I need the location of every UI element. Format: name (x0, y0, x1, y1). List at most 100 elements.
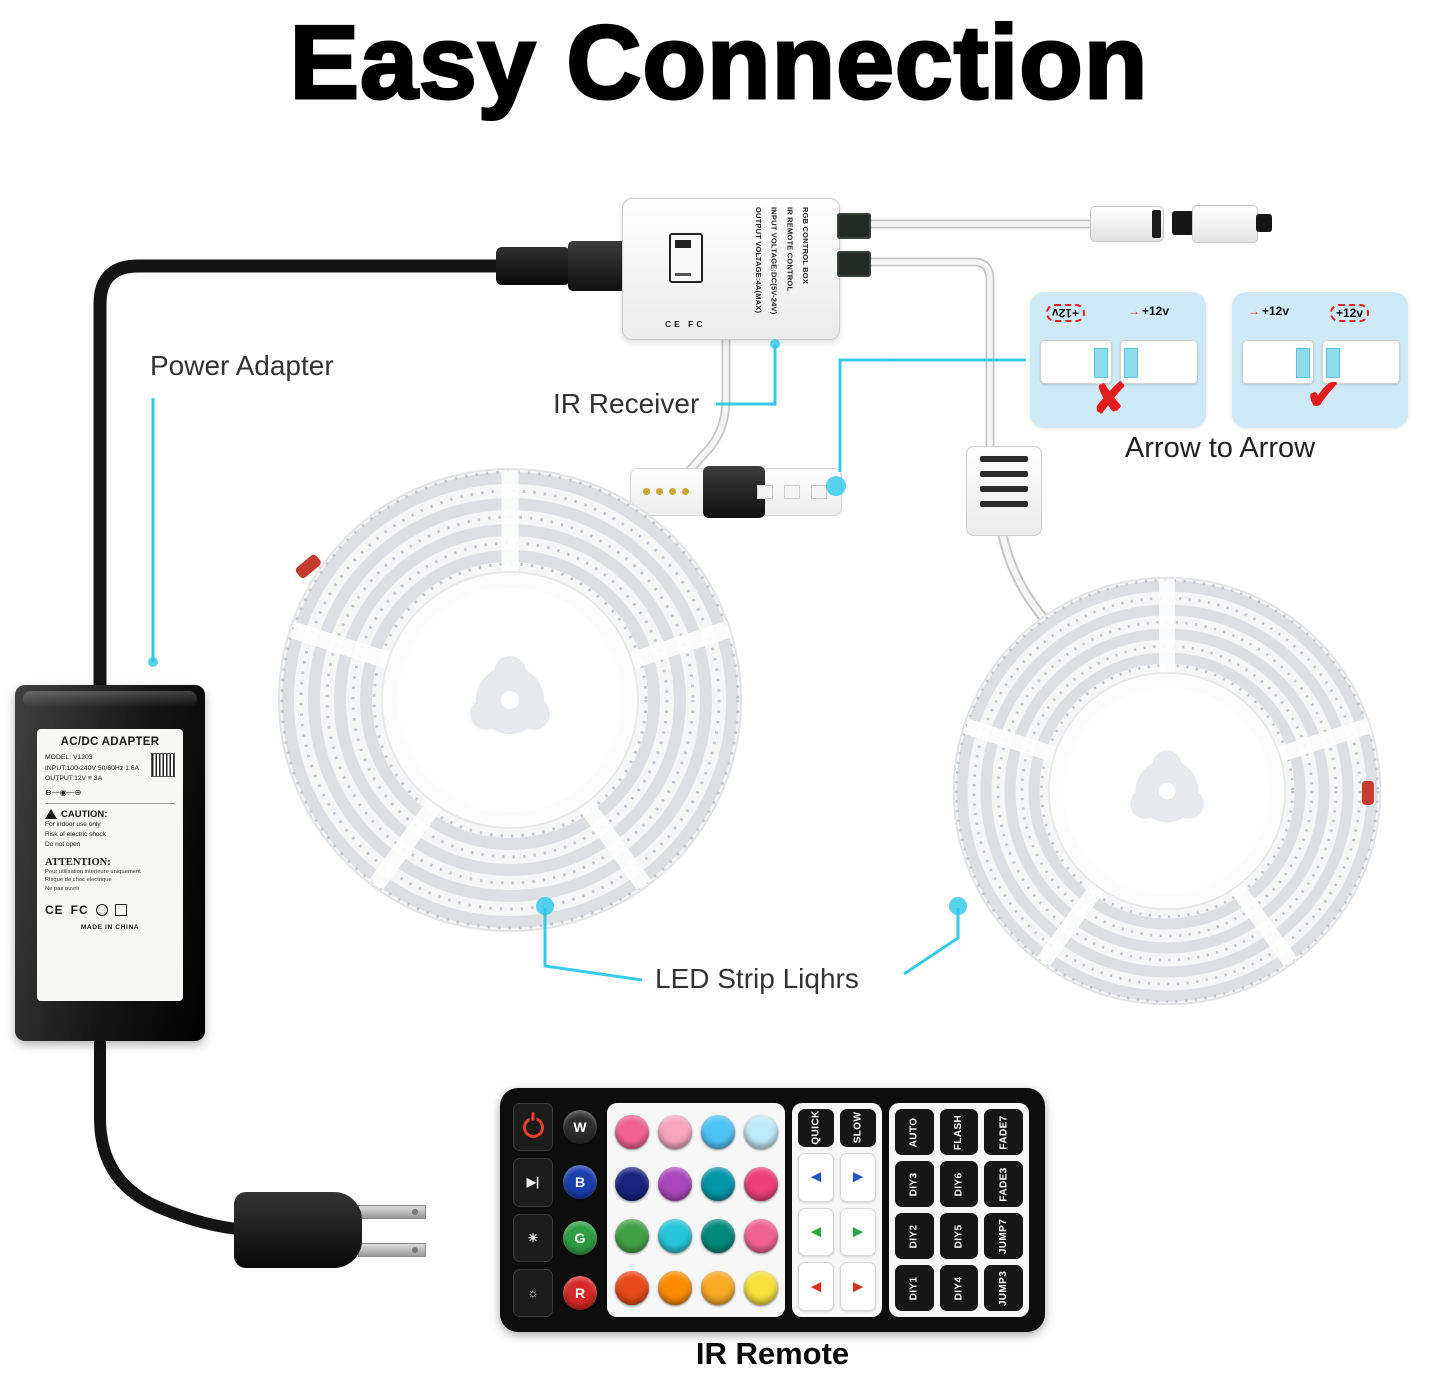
ce-mark: CE (45, 902, 64, 917)
attention-line: Pour utilisation interieure uniquement (45, 868, 141, 875)
cert-icon (114, 903, 127, 916)
fcc-mark: FC (70, 902, 89, 917)
white-key: W (563, 1110, 597, 1145)
made-in-label: MADE IN CHINA (80, 923, 140, 931)
function-key: FADE7 (984, 1109, 1023, 1155)
blue-key: B (563, 1165, 597, 1200)
adapter-title: AC/DC ADAPTER (60, 736, 160, 748)
color-key (700, 1115, 735, 1149)
arrow-left-icon: ◄ (807, 1167, 825, 1187)
dc-socket (568, 241, 626, 291)
quick-key: QUICK (798, 1109, 834, 1147)
adapter-input: INPUT:100-240V 50/60Hz 1.6A (45, 764, 140, 772)
solder-pad (1094, 348, 1108, 378)
color-key (657, 1115, 692, 1149)
arrow-right-icon: ► (849, 1221, 867, 1241)
plug-prong (358, 1205, 426, 1219)
green-key: G (563, 1220, 597, 1255)
strip-end-tab (295, 554, 321, 579)
attention-line: Risque de choc electrique (45, 877, 112, 884)
slow-key: SLOW (840, 1109, 876, 1147)
led-chips (757, 485, 827, 499)
strip-connector-piece (1040, 340, 1112, 384)
led-strip-reel (278, 468, 742, 932)
check-mark-icon: ✔ (1306, 371, 1342, 418)
function-key: DIY5 (939, 1213, 979, 1259)
voltage-marking: +12v (1046, 304, 1086, 322)
strip-connector-piece (1322, 340, 1400, 384)
dc-male-plug-nub (1256, 214, 1272, 232)
green-up-key: ◄ (798, 1207, 834, 1257)
color-key (743, 1219, 778, 1253)
power-adapter: AC/DC ADAPTER MODEL: V1203 INPUT:100-240… (15, 685, 205, 1041)
connector-demo-correct: →+12v +12v ✔ (1232, 292, 1408, 428)
color-key (700, 1219, 735, 1253)
voltage-text: +12v (1262, 304, 1290, 318)
color-key (614, 1115, 649, 1149)
page-title: Easy Connection (288, 4, 1149, 123)
ir-remote-label: IR Remote (695, 1336, 850, 1371)
strip-connector-piece (1242, 340, 1314, 384)
arrow-left-icon: ◄ (807, 1221, 825, 1241)
ir-receiver-label: IR Receiver (553, 388, 700, 419)
red-down-key: ► (840, 1262, 876, 1311)
blue-down-key: ► (840, 1152, 876, 1202)
dc-female-jack (1090, 206, 1164, 242)
color-key (657, 1167, 692, 1201)
voltage-marking: +12v (1330, 304, 1370, 322)
brightness-down-icon: ☼ (527, 1285, 539, 1300)
function-key: FLASH (939, 1109, 979, 1155)
color-key (743, 1115, 778, 1149)
voltage-text: +12v (1052, 306, 1080, 320)
receiver-spec-label: RGB CONTROL BOX IR REMOTE CONTROL INPUT … (750, 207, 813, 331)
power-key (513, 1103, 553, 1152)
voltage-text: +12v (1142, 304, 1170, 318)
dc-male-plug (1192, 205, 1258, 243)
red-key: R (563, 1275, 597, 1310)
reel-spokes (964, 579, 1372, 967)
solder-pad (1326, 348, 1340, 378)
plug-prong (358, 1243, 426, 1257)
caution-line: Risk of electric shock (45, 830, 107, 838)
strip-end-tab (1361, 780, 1374, 805)
voltage-text: +12v (1336, 306, 1364, 320)
reel-spokes (290, 471, 732, 890)
cert-icon (95, 903, 108, 916)
receiver-spec-line: IR REMOTE CONTROL (785, 207, 795, 292)
function-key: JUMP7 (984, 1213, 1023, 1259)
copper-contacts (643, 488, 689, 495)
caution-line: Do not open (45, 840, 81, 848)
function-key: JUMP3 (984, 1265, 1023, 1311)
caution-line: For indoor use only (45, 820, 101, 828)
brightness-up-key: ☀ (513, 1213, 553, 1262)
polarity-icon: ⊖—◉—⊕ (45, 787, 82, 797)
strip-clip-connector (630, 466, 842, 518)
caution-title: CAUTION: (61, 808, 108, 820)
attention-title: ATTENTION: (45, 856, 111, 868)
led-strips-label: LED Strip Liqhrs (655, 963, 859, 994)
voltage-marking: →+12v (1248, 304, 1289, 318)
function-key: DIY3 (895, 1161, 934, 1207)
function-key: DIY4 (939, 1265, 979, 1311)
dc-plug (496, 247, 570, 285)
barcode (151, 753, 175, 777)
green-down-key: ► (840, 1207, 876, 1257)
blue-up-key: ◄ (798, 1152, 834, 1202)
controller-pictogram (669, 233, 703, 283)
play-pause-icon: ▶| (526, 1175, 540, 1190)
color-key (700, 1271, 735, 1305)
connector-demo-wrong: +12v →+12v ✘ (1030, 292, 1206, 428)
color-key (700, 1167, 735, 1201)
color-key (614, 1271, 649, 1305)
function-key: DIY1 (895, 1265, 934, 1311)
arrow-left-icon: ◄ (807, 1276, 825, 1296)
wrong-mark-icon: ✘ (1092, 375, 1128, 422)
voltage-marking: →+12v (1128, 304, 1169, 318)
plug-cable (94, 1014, 256, 1236)
solder-pad (1124, 348, 1138, 378)
ir-remote: ▶| ☀ ☼ W B G R Q (500, 1088, 1045, 1332)
brightness-up-icon: ☀ (527, 1230, 539, 1245)
function-key: DIY6 (939, 1161, 979, 1207)
direction-arrow-icon: → (1128, 304, 1140, 318)
